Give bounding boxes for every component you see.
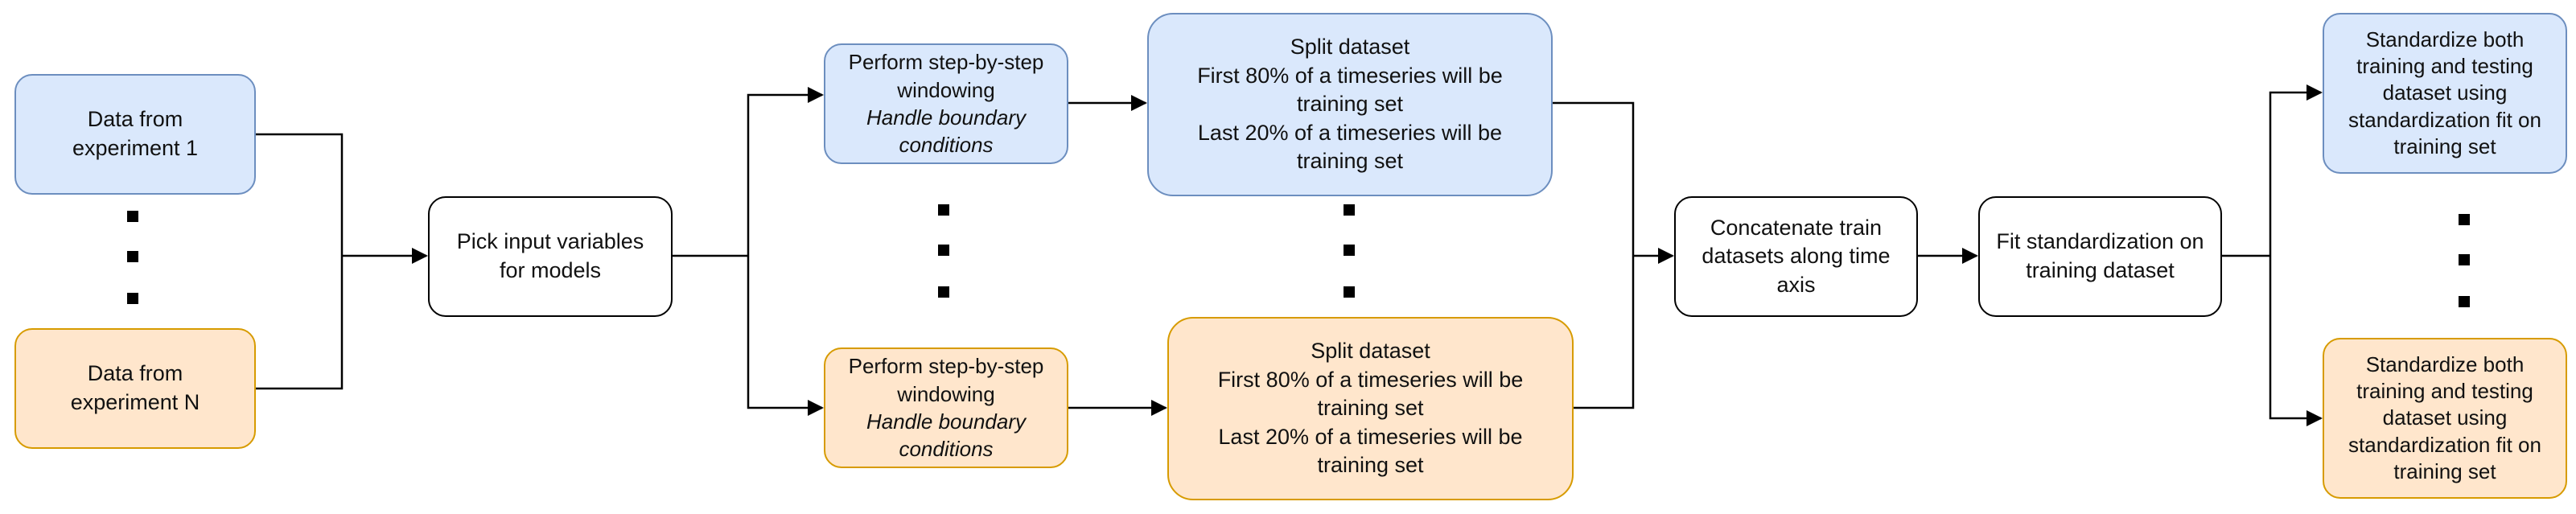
node-text-line: training and testing xyxy=(2356,54,2533,79)
node-text-line: Split dataset xyxy=(1290,34,1410,59)
node-text-line: Perform step-by-step xyxy=(848,50,1044,75)
node-text-line: standardization fit on xyxy=(2348,107,2541,132)
node-text-line: Pick input variables xyxy=(456,229,644,254)
node-text-line: for models xyxy=(499,258,602,282)
node-italic-line: Handle boundary xyxy=(866,409,1027,434)
connector-split-bottom-to-merge xyxy=(1574,256,1635,409)
node-italic-line: conditions xyxy=(899,437,994,462)
node-text-line: First 80% of a timeseries will be xyxy=(1217,367,1524,392)
node-text-line: training set xyxy=(1317,396,1424,421)
node-text-line: dataset using xyxy=(2382,405,2508,430)
node-data-experiment-1: Data from experiment 1 xyxy=(14,74,256,195)
node-standardize-top: Standardize both training and testing da… xyxy=(2323,13,2567,174)
node-text-line: dataset using xyxy=(2382,80,2508,105)
node-italic-line: Handle boundary xyxy=(866,105,1027,130)
node-text-line: Split dataset xyxy=(1311,338,1430,363)
arrow-to-std-top xyxy=(2269,84,2323,256)
node-text-line: Last 20% of a timeseries will be xyxy=(1197,120,1503,145)
node-pick-input-variables: Pick input variables for models xyxy=(428,196,673,317)
node-text-line: experiment 1 xyxy=(72,136,199,160)
ellipsis-dots-standardize xyxy=(2459,214,2470,310)
node-text-line: Perform step-by-step xyxy=(848,354,1044,379)
arrow-to-std-bottom xyxy=(2269,256,2323,426)
node-text-line: training dataset xyxy=(2026,258,2175,282)
node-concatenate-train-datasets: Concatenate train datasets along time ax… xyxy=(1674,196,1918,317)
connector-split-top-to-merge xyxy=(1553,101,1635,256)
node-text-line: Standardize both xyxy=(2365,352,2525,377)
node-text-line: Fit standardization on xyxy=(1996,229,2204,254)
node-text-line: training set xyxy=(1317,453,1424,478)
node-text-line: training and testing xyxy=(2356,379,2533,404)
node-text-line: windowing xyxy=(897,77,995,102)
node-italic-line: conditions xyxy=(899,133,994,158)
node-text-line: training set xyxy=(1296,149,1404,174)
node-text-line: Data from xyxy=(87,361,183,386)
node-split-dataset-bottom: Split dataset First 80% of a timeseries … xyxy=(1167,317,1574,500)
node-text-line: training set xyxy=(1296,92,1404,117)
ellipsis-dots-windowing xyxy=(938,204,949,301)
node-text-line: standardization fit on xyxy=(2348,432,2541,457)
node-text-line: Data from xyxy=(87,107,183,132)
node-text-line: Concatenate train xyxy=(1710,215,1883,240)
node-text-line: training set xyxy=(2393,458,2496,483)
node-text-line: windowing xyxy=(897,381,995,406)
node-split-dataset-top: Split dataset First 80% of a timeseries … xyxy=(1147,13,1553,196)
node-text-line: experiment N xyxy=(70,390,200,414)
node-text-line: Last 20% of a timeseries will be xyxy=(1218,424,1523,449)
ellipsis-dots-experiments xyxy=(127,211,138,307)
connector-expN-to-pick xyxy=(256,256,344,390)
connector-exp1-to-pick xyxy=(256,133,344,256)
node-windowing-bottom: Perform step-by-step windowing Handle bo… xyxy=(824,347,1068,468)
node-text-line: datasets along time xyxy=(1702,244,1891,269)
node-text-line: axis xyxy=(1776,272,1816,297)
node-text-line: First 80% of a timeseries will be xyxy=(1197,63,1503,88)
ellipsis-dots-split xyxy=(1344,204,1355,301)
arrow-to-window-bottom xyxy=(747,256,824,416)
node-text-line: Standardize both xyxy=(2365,27,2525,52)
node-fit-standardization: Fit standardization on training dataset xyxy=(1978,196,2222,317)
node-text-line: training set xyxy=(2393,134,2496,158)
node-standardize-bottom: Standardize both training and testing da… xyxy=(2323,338,2567,499)
node-windowing-top: Perform step-by-step windowing Handle bo… xyxy=(824,43,1068,164)
node-data-experiment-n: Data from experiment N xyxy=(14,328,256,449)
arrow-to-window-top xyxy=(747,87,824,256)
